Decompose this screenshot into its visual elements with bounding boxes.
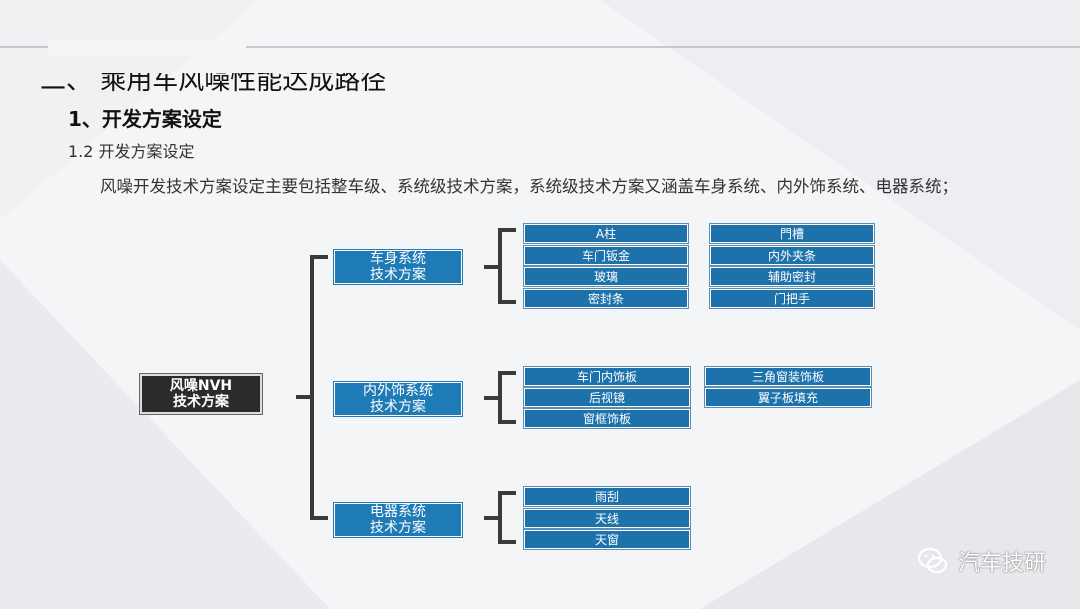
category-body-line2: 技术方案 — [370, 267, 426, 283]
description-paragraph: 风噪开发技术方案设定主要包括整车级、系统级技术方案，系统级技术方案又涵盖车身系统… — [100, 177, 958, 196]
leaf-node: A柱 — [524, 224, 688, 243]
category-elec-line2: 技术方案 — [370, 520, 426, 536]
leaf-node: 内外夹条 — [710, 246, 874, 265]
leaf-node: 翼子板填充 — [705, 388, 871, 407]
leaf-node: 玻璃 — [524, 267, 688, 286]
section-title: 1、开发方案设定 — [68, 107, 222, 131]
wechat-icon — [917, 547, 948, 574]
leaf-node: 天线 — [524, 509, 690, 528]
leaf-node: 天窗 — [524, 530, 690, 549]
leaf-node: 門槽 — [710, 224, 874, 243]
watermark-text: 汽车技研 — [957, 551, 1046, 576]
leaf-node: 车门内饰板 — [524, 367, 690, 386]
leaf-node: 窗框饰板 — [524, 409, 690, 428]
subsection-title: 1.2 开发方案设定 — [68, 142, 195, 161]
category-trim-node: 内外饰系统 技术方案 — [334, 382, 462, 416]
leaf-node: 三角窗装饰板 — [705, 367, 871, 386]
leaf-node: 辅助密封 — [710, 267, 874, 286]
root-node: 风噪NVH 技术方案 — [140, 374, 262, 414]
leaf-node: 门把手 — [710, 289, 874, 308]
root-node-line1: 风噪NVH — [169, 378, 233, 394]
category-trim-line1: 内外饰系统 — [363, 383, 433, 399]
slide-title: 二、 乘用车风噪性能达成路径 — [40, 66, 387, 96]
header-rule — [0, 46, 1080, 48]
watermark: 汽车技研 — [916, 544, 1046, 578]
category-body-node: 车身系统 技术方案 — [334, 250, 462, 284]
category-elec-node: 电器系统 技术方案 — [334, 503, 462, 537]
leaf-node: 雨刮 — [524, 487, 690, 506]
category-trim-line2: 技术方案 — [370, 399, 426, 415]
leaf-node: 密封条 — [524, 289, 688, 308]
leaf-node: 车门钣金 — [524, 246, 688, 265]
root-node-line2: 技术方案 — [173, 394, 229, 410]
leaf-node: 后视镜 — [524, 388, 690, 407]
category-elec-line1: 电器系统 — [370, 504, 426, 520]
category-body-line1: 车身系统 — [370, 251, 426, 267]
header-tab — [48, 40, 246, 56]
